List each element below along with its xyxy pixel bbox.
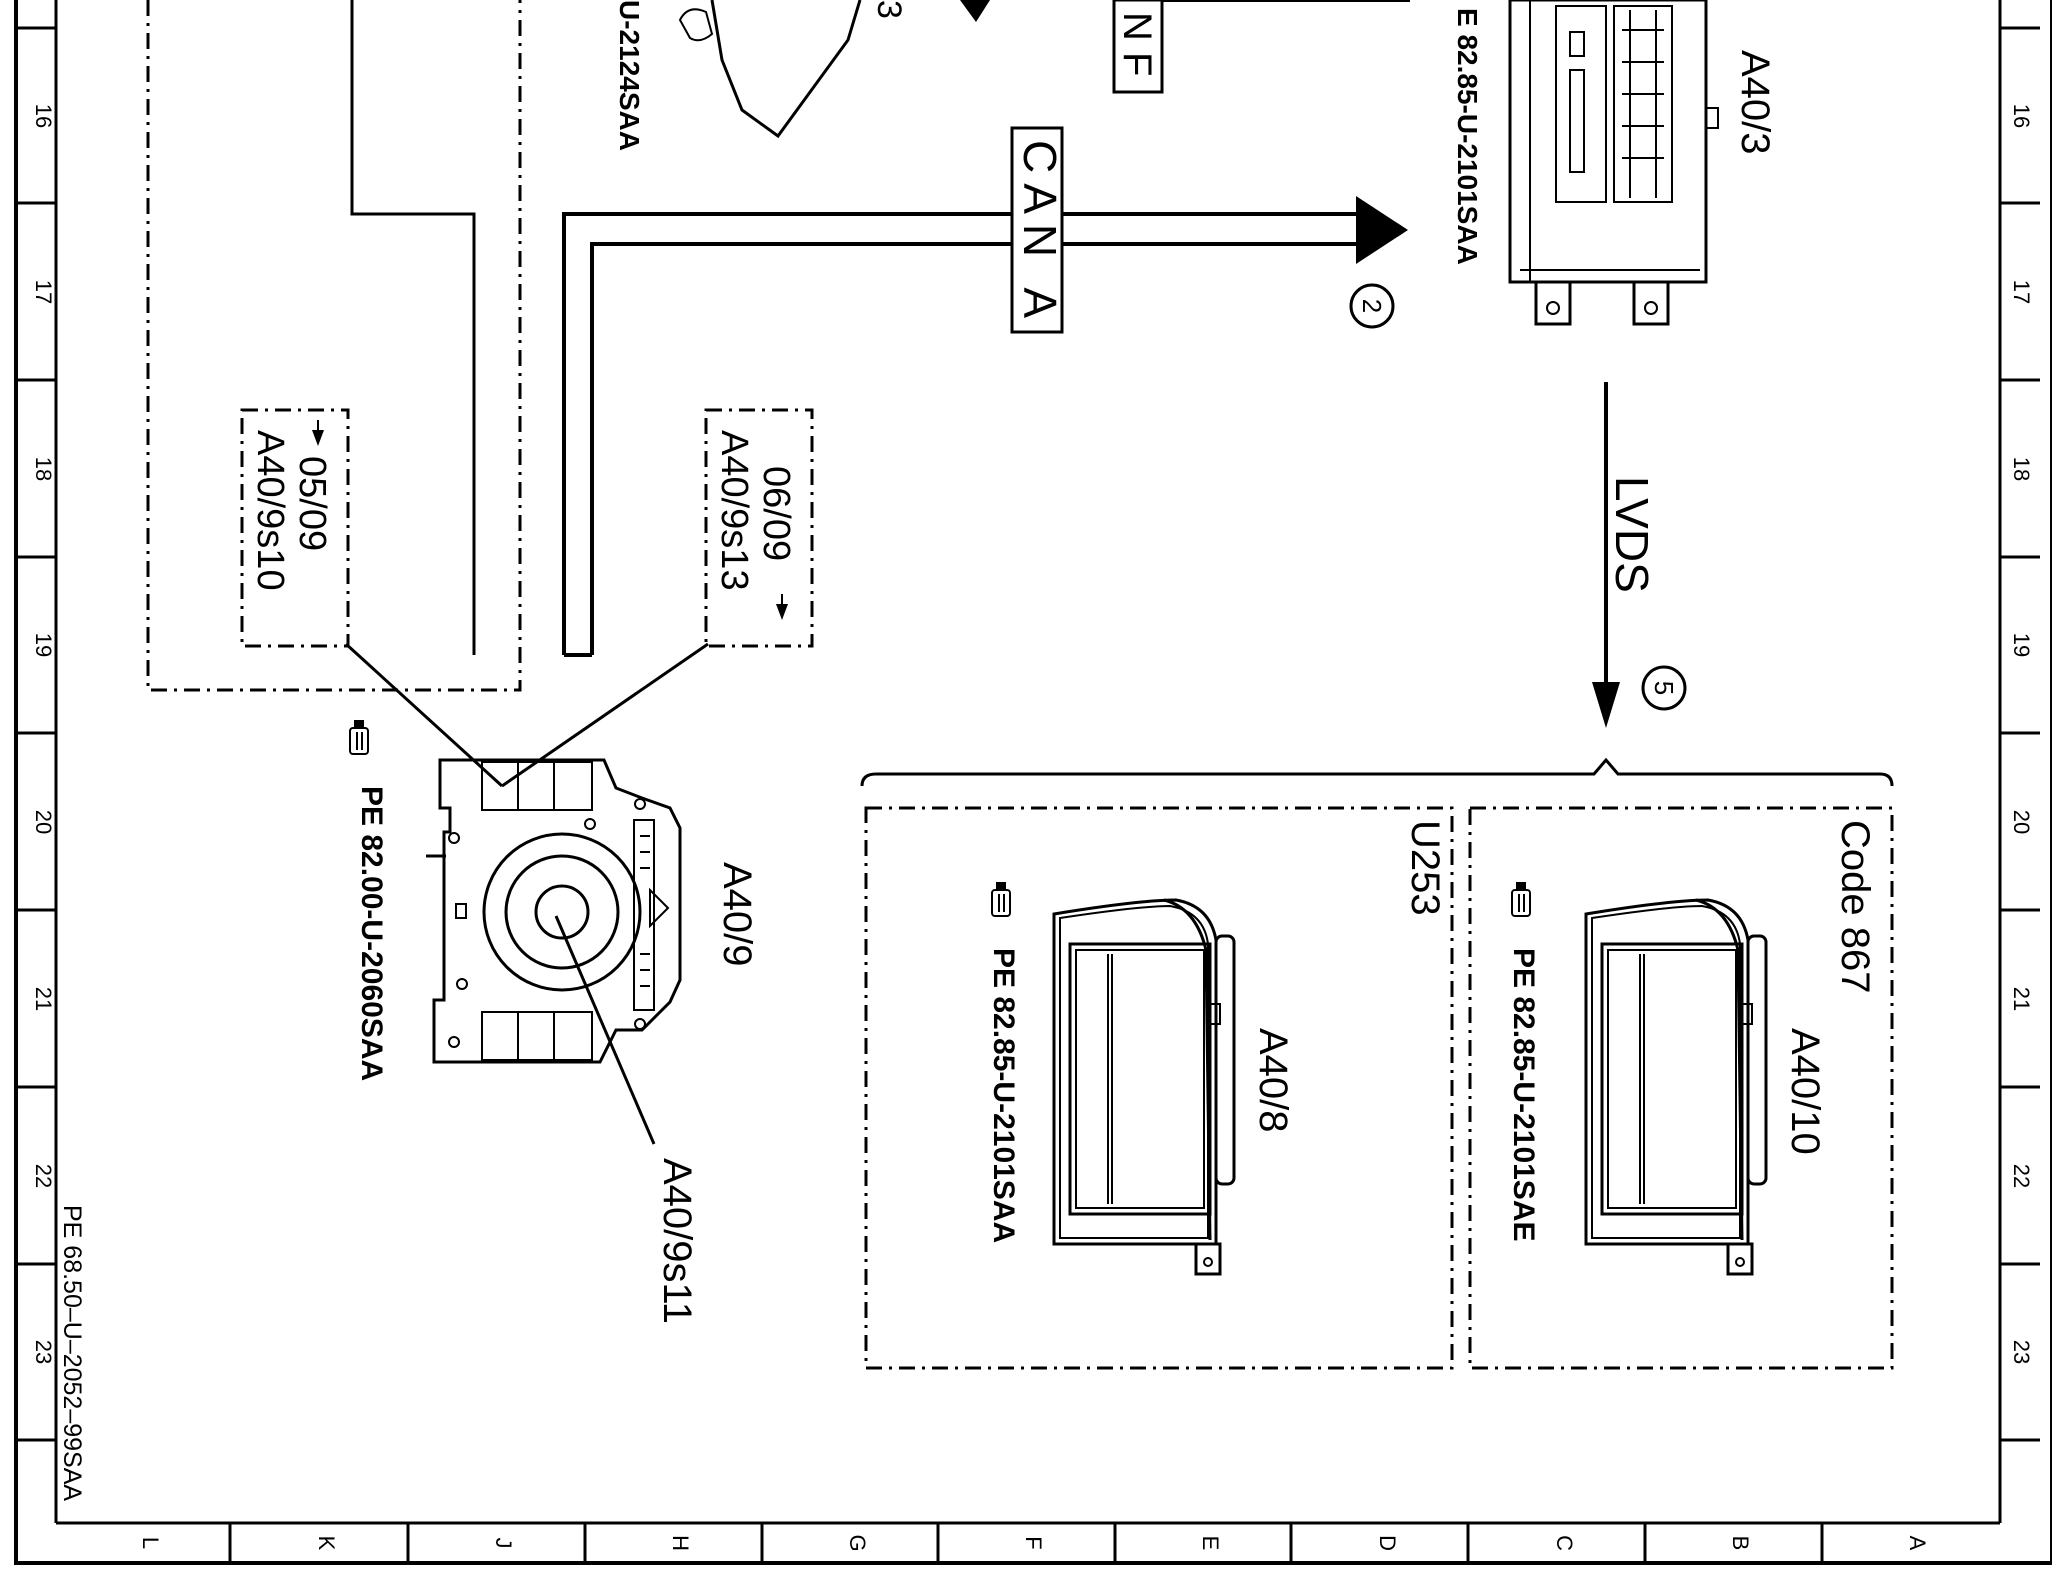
column-label: L bbox=[138, 1537, 163, 1549]
row-label-left: 22 bbox=[31, 1164, 56, 1188]
row-label-left: 23 bbox=[31, 1340, 56, 1364]
lvds-bus: LVDS bbox=[1592, 382, 1658, 728]
u253-box: U253 A40/8 PE 82.85-U-2101SAA bbox=[864, 806, 1454, 1370]
marker-2: 2 bbox=[1349, 283, 1395, 329]
column-label: D bbox=[1375, 1535, 1400, 1551]
can-a-bus: CAN A bbox=[562, 126, 1408, 657]
a40-10-label: A40/10 bbox=[1783, 1028, 1827, 1155]
callout-left-label: A40/9s10 bbox=[249, 430, 291, 591]
column-label: H bbox=[668, 1535, 693, 1551]
top-device-ref: U-2124SAA bbox=[614, 0, 645, 151]
column-label: F bbox=[1021, 1536, 1046, 1549]
marker-2-label: 2 bbox=[1357, 299, 1387, 313]
variant-bracket bbox=[860, 757, 1894, 787]
a40-8-display bbox=[1052, 898, 1236, 1276]
a40-9-ref: PE 82.00-U-2060SAA bbox=[355, 786, 388, 1081]
code-867-label: Code 867 bbox=[1833, 820, 1877, 993]
a40-3-label: A40/3 bbox=[1733, 50, 1777, 155]
column-label: E bbox=[1198, 1536, 1223, 1551]
callout-box-right: 06/09 A40/9s13 bbox=[704, 408, 814, 648]
pointing-hand-icon bbox=[349, 720, 369, 755]
row-label-left: 20 bbox=[31, 810, 56, 834]
a40-9s11-label: A40/9s11 bbox=[655, 1158, 699, 1324]
top-device: 3 U-2124SAA bbox=[614, 0, 990, 151]
row-label-right: 21 bbox=[2009, 987, 2034, 1011]
callout-left-date: 05/09 bbox=[291, 456, 333, 551]
row-label-right: 23 bbox=[2009, 1340, 2034, 1364]
row-label-left: 21 bbox=[31, 987, 56, 1011]
row-label-left: 17 bbox=[31, 280, 56, 304]
a40-3-ref: E 82.85-U-2101SAA bbox=[1452, 8, 1483, 265]
row-label-left: 16 bbox=[31, 104, 56, 128]
drawing-frame: 16 17 18 19 20 21 22 23 16 17 18 19 20 2… bbox=[14, 0, 2052, 1565]
top-device-label: 3 bbox=[870, 0, 908, 19]
a40-8-ref: PE 82.85-U-2101SAA bbox=[987, 948, 1020, 1243]
marker-5: 5 bbox=[1641, 665, 1687, 711]
code-867-box: Code 867 A40/10 PE 82.85-U-2101SAE bbox=[1468, 806, 1894, 1370]
drawing-number: PE 68.50–U–2052–99SAA bbox=[58, 1205, 86, 1501]
column-label: J bbox=[491, 1538, 516, 1549]
column-label: B bbox=[1728, 1536, 1753, 1551]
a40-10-display bbox=[1584, 898, 1768, 1276]
can-f-bus: N F bbox=[1112, 0, 1410, 94]
upper-left-dashed-group bbox=[146, 0, 522, 692]
can-a-arrowhead bbox=[1356, 196, 1408, 264]
row-label-right: 16 bbox=[2009, 104, 2034, 128]
callout-right-label: A40/9s13 bbox=[713, 430, 755, 591]
row-label-right: 17 bbox=[2009, 280, 2034, 304]
row-label-right: 18 bbox=[2009, 457, 2034, 481]
can-f-bus-label: N F bbox=[1115, 12, 1159, 76]
marker-5-label: 5 bbox=[1649, 681, 1679, 695]
row-label-right: 22 bbox=[2009, 1164, 2034, 1188]
row-label-right: 20 bbox=[2009, 810, 2034, 834]
a40-8-label: A40/8 bbox=[1251, 1028, 1295, 1133]
a40-10-ref: PE 82.85-U-2101SAE bbox=[1507, 948, 1540, 1242]
column-label: A bbox=[1905, 1536, 1930, 1551]
a40-3-device: A40/3 E 82.85-U-2101SAA bbox=[1452, 0, 1777, 326]
pointing-hand-icon bbox=[991, 882, 1011, 917]
lvds-arrowhead bbox=[1592, 682, 1620, 728]
can-a-bus-label: CAN A bbox=[1014, 140, 1066, 328]
a40-9-controller: A40/9 A40/9s11 PE 82.00-U-2060SAA bbox=[355, 758, 759, 1324]
row-label-left: 18 bbox=[31, 457, 56, 481]
callout-right-date: 06/09 bbox=[755, 466, 797, 561]
row-label-right: 19 bbox=[2009, 633, 2034, 657]
a40-9-label: A40/9 bbox=[715, 862, 759, 967]
callout-box-left: 05/09 A40/9s10 bbox=[240, 408, 350, 648]
pointing-hand-icon bbox=[1511, 882, 1531, 917]
u253-label: U253 bbox=[1403, 820, 1447, 916]
row-label-left: 19 bbox=[31, 633, 56, 657]
lvds-bus-label: LVDS bbox=[1606, 476, 1658, 593]
column-label: C bbox=[1552, 1535, 1577, 1551]
column-label: G bbox=[845, 1534, 870, 1551]
column-label: K bbox=[314, 1536, 339, 1551]
